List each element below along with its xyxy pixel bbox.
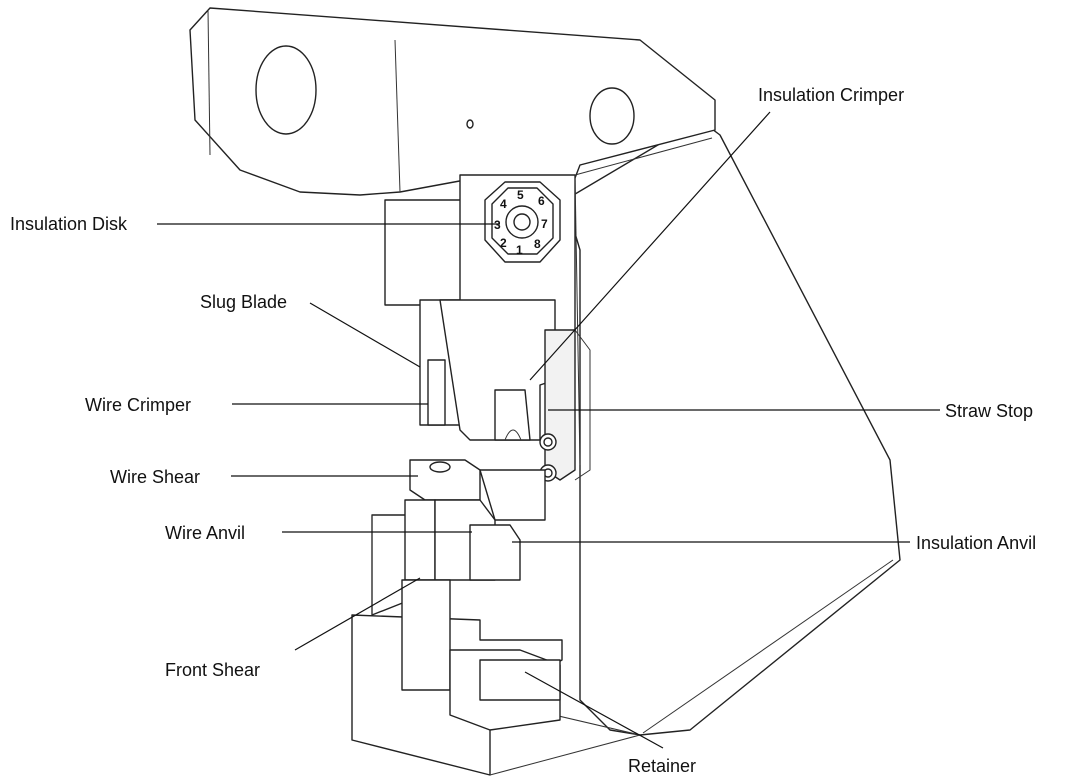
label-insulation-anvil: Insulation Anvil	[916, 533, 1036, 553]
leader-lines	[157, 111, 940, 749]
disk-number: 8	[534, 237, 541, 251]
label-slug-blade: Slug Blade	[200, 292, 287, 312]
leader-slug-blade	[309, 302, 421, 368]
label-retainer: Retainer	[628, 756, 696, 776]
label-insulation-crimper: Insulation Crimper	[758, 85, 904, 105]
label-front-shear: Front Shear	[165, 660, 260, 680]
crimper-blades	[427, 359, 531, 441]
disk-number: 3	[494, 218, 501, 232]
insulation-disk: 5 6 7 8 1 2 3 4	[484, 181, 561, 263]
leader-retainer	[524, 671, 664, 749]
leader-insulation-crimper	[529, 111, 771, 381]
label-wire-anvil: Wire Anvil	[165, 523, 245, 543]
disk-number: 4	[500, 197, 507, 211]
shear-anvil-stack	[401, 459, 561, 731]
side-frame-plate	[564, 119, 901, 736]
arm-bore-right	[589, 87, 635, 145]
label-straw-stop: Straw Stop	[945, 401, 1033, 421]
disk-number: 2	[500, 236, 507, 250]
arm-bore-left	[255, 45, 317, 135]
disk-number: 6	[538, 194, 545, 208]
disk-number: 1	[516, 243, 523, 257]
disk-number: 5	[517, 188, 524, 202]
disk-number: 7	[541, 217, 548, 231]
label-wire-shear: Wire Shear	[110, 467, 200, 487]
label-wire-crimper: Wire Crimper	[85, 395, 191, 415]
callout-labels: Insulation Crimper Insulation Disk Slug …	[10, 85, 1036, 776]
label-insulation-disk: Insulation Disk	[10, 214, 128, 234]
leader-front-shear	[294, 577, 421, 651]
